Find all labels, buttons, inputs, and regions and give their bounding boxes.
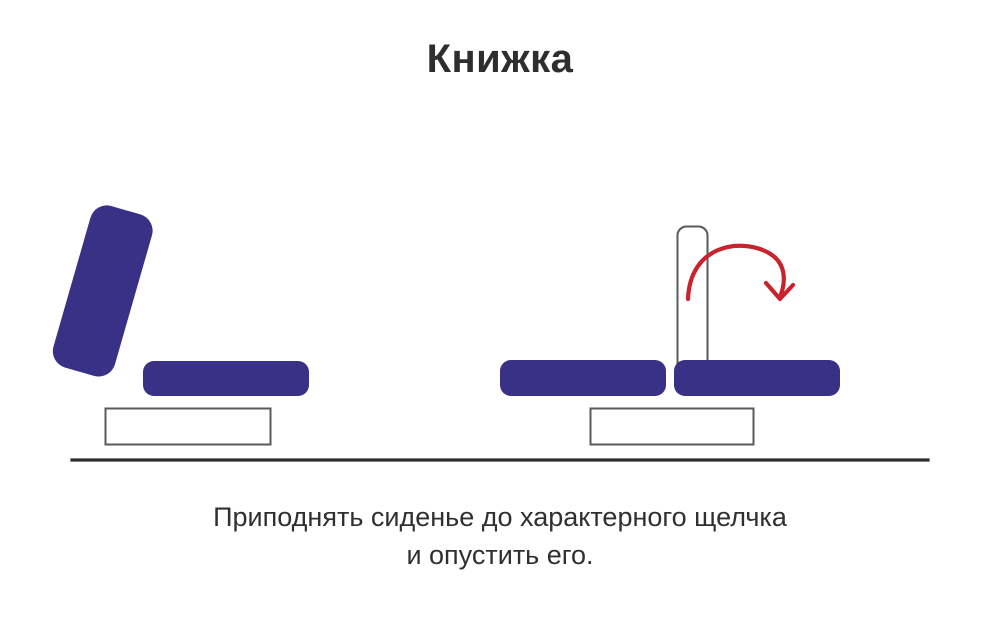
left-seat-cushion <box>143 361 309 396</box>
right-raised-backrest <box>676 225 709 376</box>
page-title: Книжка <box>426 37 574 81</box>
left-base-box <box>104 407 272 446</box>
motion-arrow <box>685 243 796 302</box>
left-backrest-cushion <box>52 205 153 377</box>
caption-block: Приподнять сиденье до характерного щелчк… <box>0 498 1000 574</box>
right-seat-cushion-right <box>674 360 840 396</box>
caption-line-1: Приподнять сиденье до характерного щелчк… <box>213 502 787 532</box>
right-base-box <box>589 407 755 446</box>
right-seat-cushion-left <box>500 360 666 396</box>
right-figure-group <box>500 225 840 446</box>
arrowhead-icon <box>763 280 796 302</box>
caption-line-2: и опустить его. <box>406 540 594 570</box>
left-figure-group <box>52 205 309 446</box>
